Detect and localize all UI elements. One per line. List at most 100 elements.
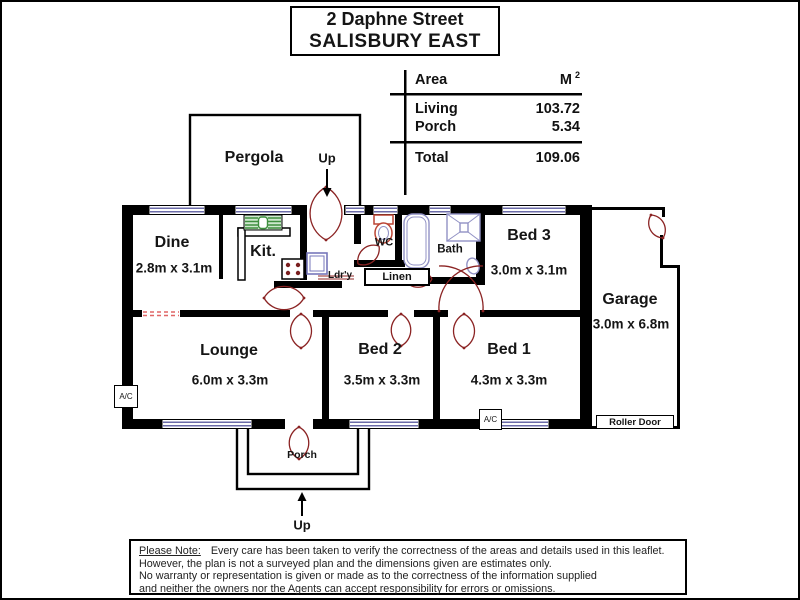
linen-box: Linen xyxy=(364,268,430,286)
window xyxy=(499,419,550,429)
disclaimer-line-1: Please Note:Every care has been taken to… xyxy=(139,545,665,557)
table-left-rule xyxy=(404,70,407,195)
stove xyxy=(281,258,305,280)
wall-dine-kit xyxy=(219,215,223,279)
garage-label: Garage xyxy=(602,291,658,308)
bed3-label: Bed 3 xyxy=(507,227,551,244)
disclaimer-heading: Please Note: xyxy=(139,545,201,557)
up-bottom-label: Up xyxy=(293,517,311,533)
disclaimer-box: Please Note:Every care has been taken to… xyxy=(129,539,687,595)
garage-wall-right-lower xyxy=(677,265,680,429)
ac-left-label: A/C xyxy=(119,392,133,401)
front-door-arc xyxy=(288,426,310,460)
dashed-opening-laundry xyxy=(318,275,354,280)
garage-wall-stub xyxy=(662,207,665,217)
kitchen-sink xyxy=(243,214,283,231)
lounge-door-arc xyxy=(289,313,313,349)
ac-bottom-label: A/C xyxy=(483,415,498,424)
bed2-label: Bed 2 xyxy=(358,341,402,358)
bath-label: Bath xyxy=(437,243,463,256)
wall-lounge-bed2 xyxy=(322,317,329,419)
up-arrow-bottom xyxy=(297,492,307,516)
wall-hall-d xyxy=(414,310,448,317)
living-label: Living xyxy=(415,101,458,117)
disclaimer-line-2: However, the plan is not a surveyed plan… xyxy=(139,557,552,570)
wall-kit-ldry xyxy=(300,215,307,280)
title-box: 2 Daphne Street SALISBURY EAST xyxy=(290,6,500,56)
area-header-label: Area xyxy=(415,72,448,88)
wall-kitchen-hall xyxy=(274,281,342,288)
area-row-living: Living 103.72 xyxy=(415,101,580,117)
area-row-total: Total 109.06 xyxy=(415,150,580,166)
disclaimer-line-3: No warranty or representation is given o… xyxy=(139,570,597,583)
lounge-label: Lounge xyxy=(200,342,258,359)
linen-label: Linen xyxy=(382,271,412,283)
wall-hall-c xyxy=(313,310,388,317)
up-arrow-top xyxy=(322,169,332,197)
wc-door-arc xyxy=(357,244,380,266)
entry-door-arc xyxy=(309,186,343,241)
porch-label: Porch xyxy=(287,448,317,461)
door-hinges xyxy=(262,185,665,461)
wall-bath-bottom xyxy=(430,277,476,284)
window xyxy=(428,205,452,215)
pergola-label: Pergola xyxy=(224,149,284,166)
window xyxy=(501,205,567,215)
door-arcs xyxy=(262,185,666,461)
dashed-opening-lounge xyxy=(142,310,180,317)
area-table-rules xyxy=(390,70,582,195)
wall-hall-b xyxy=(180,310,290,317)
bed1-label: Bed 1 xyxy=(487,341,531,358)
wc-label: WC xyxy=(374,236,394,249)
wall-right xyxy=(580,205,592,429)
toilet xyxy=(373,214,394,244)
bed2-dims: 3.5m x 3.3m xyxy=(343,372,421,388)
page-title-street: 2 Daphne Street xyxy=(326,8,464,29)
total-value: 109.06 xyxy=(535,150,580,166)
front-door-opening xyxy=(285,418,313,430)
kitchen-label: Kit. xyxy=(250,243,276,260)
window xyxy=(344,205,366,215)
laundry-label: Ldr'y xyxy=(327,270,353,281)
window xyxy=(372,205,399,215)
disclaimer-line-4: and neither the owners nor the Agents ca… xyxy=(139,582,556,595)
windows-top xyxy=(148,205,567,215)
roller-door-box: Roller Door xyxy=(596,415,674,429)
area-row-porch: Porch 5.34 xyxy=(415,119,580,135)
wall-left xyxy=(122,205,133,429)
wall-bed3-left xyxy=(476,215,485,285)
dine-label: Dine xyxy=(154,234,190,251)
up-top-label: Up xyxy=(318,150,336,166)
window xyxy=(234,205,293,215)
garage-wall-step xyxy=(660,265,680,268)
window xyxy=(161,419,253,429)
laundry-tub xyxy=(306,252,328,275)
unit-superscript: 2 xyxy=(574,70,580,80)
bed2-door-arc xyxy=(390,313,412,347)
bed3-dims: 3.0m x 3.1m xyxy=(490,262,568,278)
wall-ldry-wc xyxy=(354,215,361,244)
window xyxy=(348,419,420,429)
table-total-rule xyxy=(390,141,582,144)
entry-opening xyxy=(307,204,344,216)
wall-bed2-bed1 xyxy=(433,317,440,419)
wall-hall-e xyxy=(480,310,580,317)
total-label: Total xyxy=(415,150,449,166)
page-title-suburb: SALISBURY EAST xyxy=(309,31,481,53)
interior-walls xyxy=(132,215,580,419)
bed1-dims: 4.3m x 3.3m xyxy=(470,372,548,388)
ac-unit-left: A/C xyxy=(114,385,138,408)
garage-dims: 3.0m x 6.8m xyxy=(592,316,670,332)
bed3-hall-door-arc xyxy=(438,265,484,312)
lounge-dims: 6.0m x 3.3m xyxy=(191,372,269,388)
wall-wc-bottom xyxy=(354,260,405,267)
garage-door-arc xyxy=(648,214,666,239)
garage-wall-right-upper xyxy=(660,235,663,267)
shower xyxy=(446,213,481,242)
dine-dims: 2.8m x 3.1m xyxy=(135,260,213,276)
kitchen-door-arc xyxy=(263,285,305,311)
